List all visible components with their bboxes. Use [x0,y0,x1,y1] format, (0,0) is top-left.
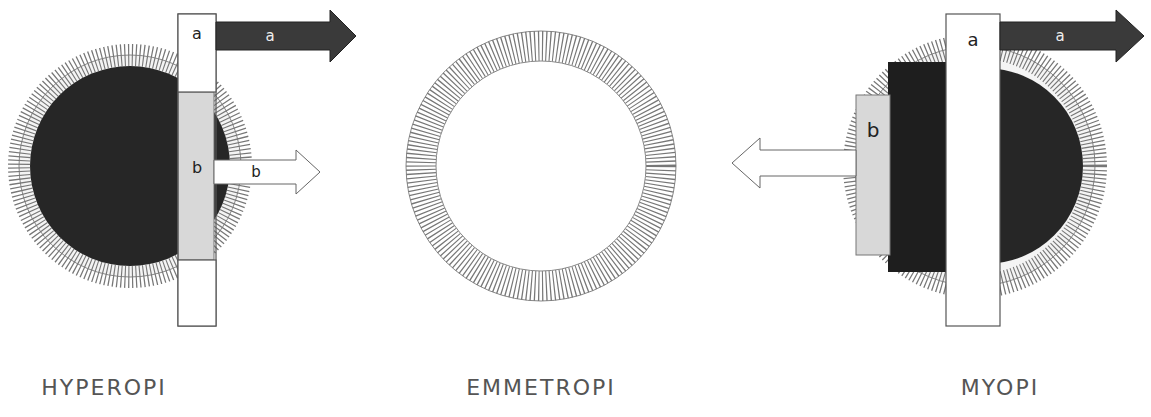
arrow-left [732,138,856,188]
emmetropia-eye [406,31,676,301]
arrow-a [216,10,356,62]
bar-a-bottom [178,260,216,326]
pupil-clear [436,61,646,271]
iris-hatch [421,46,661,286]
bar-letter: b [867,120,880,140]
arrow-letter: a [1055,29,1064,44]
myopia-eye [732,10,1144,326]
caption-label: MYOPI [961,377,1039,399]
bar-b [856,95,890,255]
bar-letter: a [967,31,978,49]
bar-a [946,14,1000,326]
caption-label: EMMETROPI [466,377,616,399]
hyperopia-eye [19,10,356,326]
caption-label: HYPEROPI [41,377,167,399]
bar-a [178,14,216,326]
bar-letter: b [192,160,202,176]
bar-letter: a [192,26,202,42]
arrow-a [1000,10,1144,62]
iris-outer [406,31,676,301]
arrow-letter: a [265,29,274,44]
arrow-b [214,150,320,194]
dark-block [888,62,948,272]
bar-a-top [178,14,216,92]
arrow-letter: b [251,165,261,180]
